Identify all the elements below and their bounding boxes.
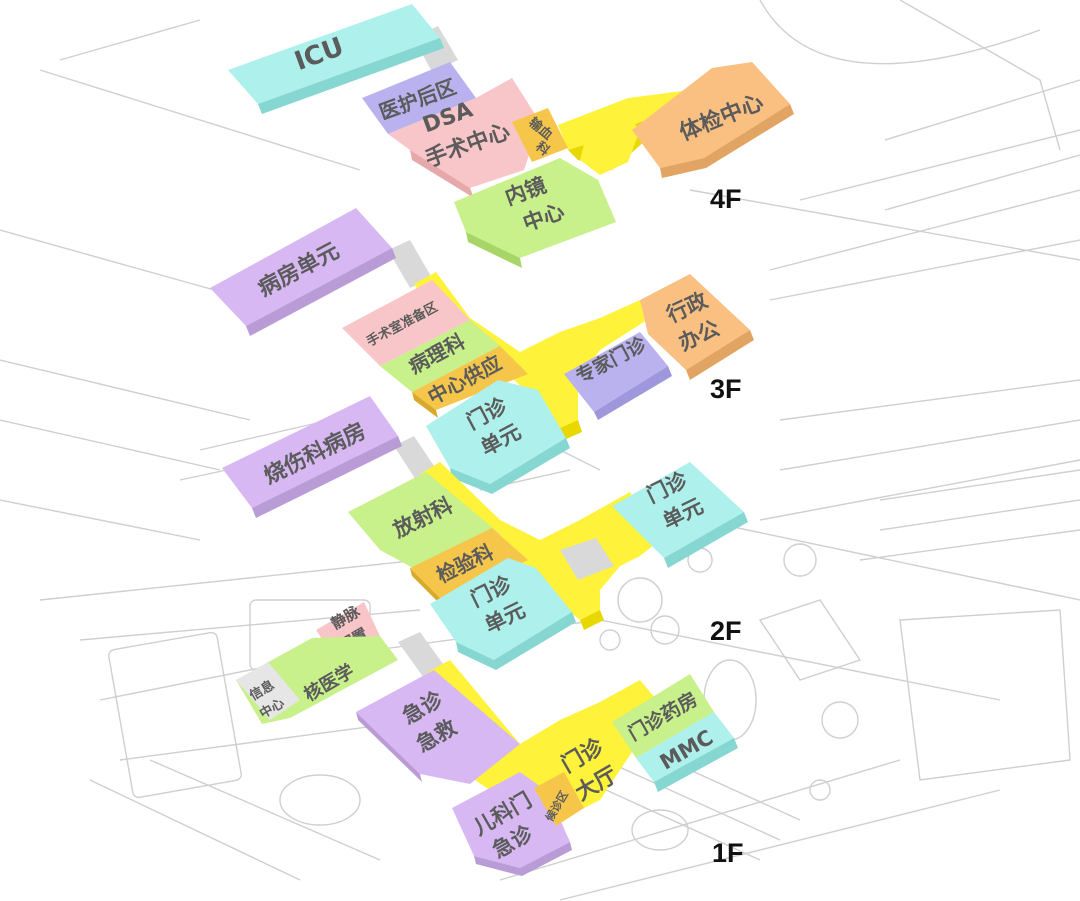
floor-2: 烧伤科病房 放射科 检验科 门诊 单元 门诊 单元 2F: [222, 396, 748, 670]
floor-label-1f: 1F: [712, 838, 744, 868]
floor-label-2f: 2F: [710, 616, 742, 646]
floor-label-3f: 3F: [710, 374, 742, 404]
floor-label-4f: 4F: [710, 184, 742, 214]
floor-1: 静脉 配置 信息 中心 核医学 急诊 急救 儿科门 急诊 候诊区 门诊 大厅 门…: [236, 602, 744, 876]
floor-4: ICU 医护后区 DSA 手术中心 输血 科 内镜 中心 体检中心 4F: [228, 4, 794, 268]
floor-3: 病房单元 手术室准备区 病理科 中心供应 专家门诊 行政 办公 门诊 单元 3F: [210, 208, 754, 494]
